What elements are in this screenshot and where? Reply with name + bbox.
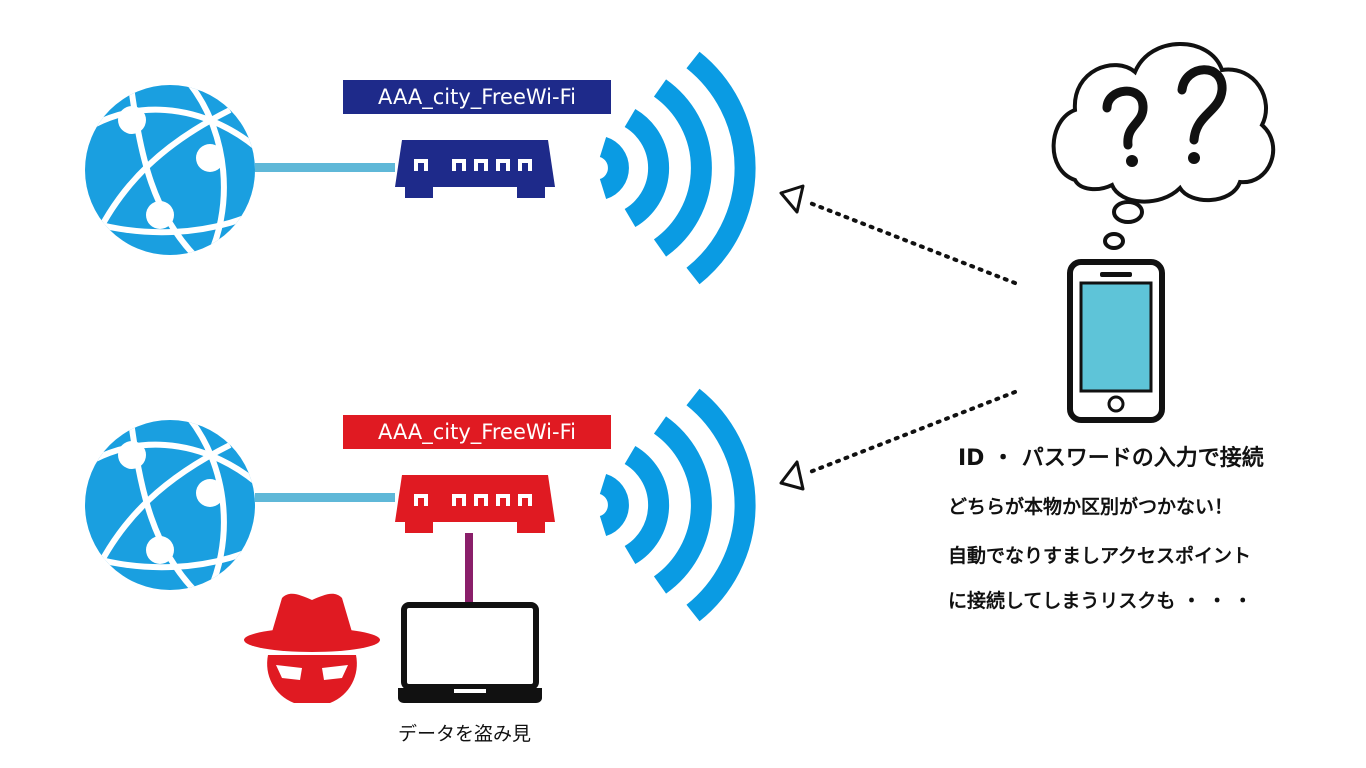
question-dot (1188, 152, 1200, 164)
wifi-signal-icon (599, 388, 756, 622)
connection-arrow (779, 390, 1017, 491)
ssid-label-fake: AAA_city_FreeWi-Fi (343, 415, 611, 449)
warning-line: どちらが本物か区別がつかない！ (948, 496, 1234, 518)
router-icon (395, 140, 555, 198)
thought-cloud-icon (1051, 42, 1276, 250)
hacker-icon (244, 593, 380, 703)
connection-arrow (779, 184, 1017, 285)
laptop-caption: データを盗み見 (398, 723, 532, 745)
question-mark-icon (1102, 65, 1227, 150)
globe-icon (85, 85, 255, 255)
cable (255, 163, 395, 172)
smartphone-icon (1067, 259, 1165, 423)
ssid-label-legit: AAA_city_FreeWi-Fi (343, 80, 611, 114)
warning-line: 自動でなりすましアクセスポイント (948, 545, 1252, 567)
warning-line: に接続してしまうリスクも ・ ・ ・ (948, 590, 1253, 612)
globe-icon (85, 420, 255, 590)
laptop-icon (398, 602, 542, 703)
wifi-signal-icon (599, 51, 756, 285)
question-dot (1126, 155, 1138, 167)
router-icon (395, 475, 555, 533)
attacker-link (465, 533, 473, 605)
phone-connect-title: ID ・ パスワードの入力で接続 (958, 446, 1264, 471)
cable (255, 493, 395, 502)
